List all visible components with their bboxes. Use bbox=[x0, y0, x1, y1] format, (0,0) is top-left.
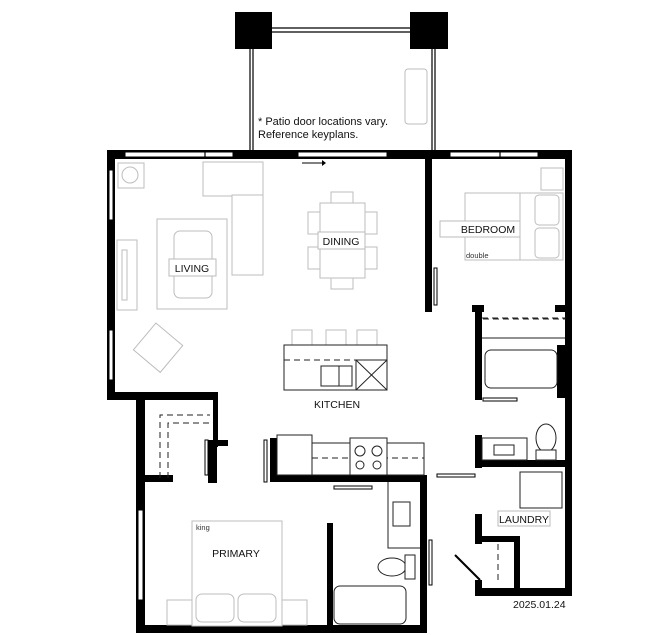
primary-bed bbox=[166, 520, 308, 627]
bedroom-furniture bbox=[464, 167, 564, 261]
toilet-icon bbox=[535, 423, 557, 453]
balcony bbox=[235, 12, 448, 150]
room-label-laundry: LAUNDRY bbox=[499, 514, 549, 526]
patio-sliding-door bbox=[297, 151, 388, 158]
kitchen-island bbox=[283, 329, 388, 391]
balcony-post-right bbox=[410, 12, 448, 49]
bedroom-door bbox=[433, 267, 438, 306]
sink-icon bbox=[320, 365, 340, 387]
windows bbox=[108, 151, 539, 601]
laundry-fixtures bbox=[454, 471, 563, 583]
fridge-icon bbox=[276, 434, 313, 476]
bath-fixtures bbox=[436, 349, 558, 478]
balcony-lounger bbox=[404, 68, 428, 125]
bed-size-double: double bbox=[466, 251, 489, 260]
room-label-dining: DINING bbox=[323, 236, 360, 248]
patio-note-line2: Reference keyplans. bbox=[258, 129, 358, 141]
room-label-bedroom: BEDROOM bbox=[461, 224, 515, 236]
kitchen-counter bbox=[276, 434, 425, 476]
toilet-icon bbox=[377, 557, 407, 577]
balcony-post-left bbox=[235, 12, 272, 49]
room-label-kitchen: KITCHEN bbox=[314, 399, 360, 411]
bed-size-king: king bbox=[196, 523, 210, 532]
vanity-sink-icon bbox=[392, 501, 411, 527]
washer-dryer-icon bbox=[519, 471, 563, 509]
bathtub-icon bbox=[333, 585, 407, 625]
plant-icon bbox=[121, 166, 139, 184]
bathtub-icon bbox=[484, 349, 558, 389]
patio-note-line1: * Patio door locations vary. bbox=[258, 116, 388, 128]
room-label-primary: PRIMARY bbox=[212, 548, 260, 560]
plan-date: 2025.01.24 bbox=[513, 599, 566, 611]
room-label-living: LIVING bbox=[175, 263, 209, 275]
ensuite-fixtures bbox=[333, 482, 420, 625]
stove-icon bbox=[349, 437, 388, 476]
